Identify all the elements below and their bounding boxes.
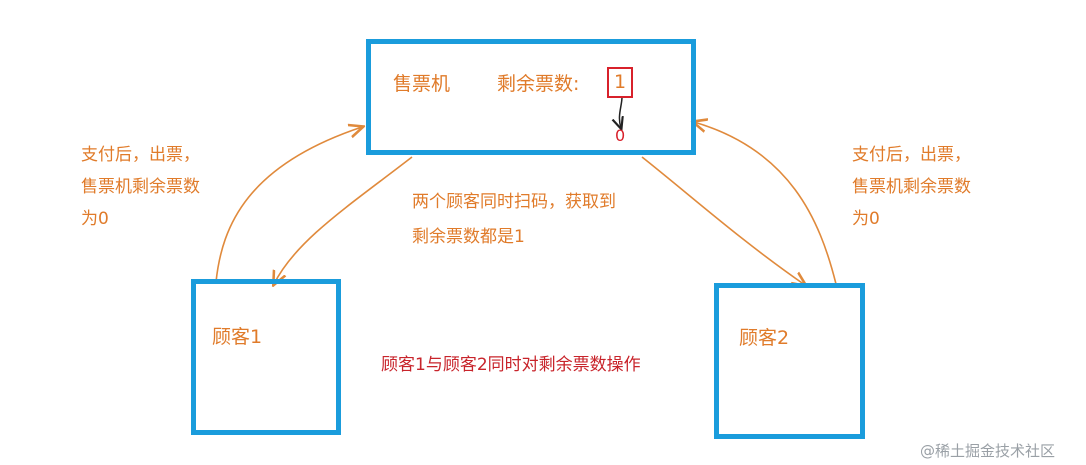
- arrow-machine-to-c1: [274, 156, 413, 284]
- left-note: 支付后，出票， 售票机剩余票数 为0: [81, 139, 200, 235]
- customer-1-label: 顾客1: [212, 326, 263, 348]
- remaining-tickets-value: 1: [607, 67, 633, 98]
- arrow-c2-to-machine: [694, 122, 837, 285]
- remaining-tickets-after: 0: [615, 126, 626, 145]
- ticket-machine-title: 售票机: [393, 73, 451, 95]
- middle-note: 两个顾客同时扫码，获取到 剩余票数都是1: [412, 185, 616, 255]
- middle-note-line: 剩余票数都是1: [412, 227, 525, 247]
- middle-note-line: 两个顾客同时扫码，获取到: [412, 192, 616, 212]
- ticket-machine-box: [366, 39, 696, 155]
- watermark: @稀土掘金技术社区: [920, 442, 1056, 460]
- right-note: 支付后，出票， 售票机剩余票数 为0: [852, 139, 971, 235]
- customer-2-label: 顾客2: [739, 327, 790, 349]
- right-note-line: 售票机剩余票数: [852, 177, 971, 197]
- customer-1-box: [191, 279, 341, 435]
- left-note-line: 为0: [81, 209, 109, 229]
- left-note-line: 支付后，出票，: [81, 145, 200, 165]
- center-note: 顾客1与顾客2同时对剩余票数操作: [381, 355, 641, 375]
- arrow-value-change: [619, 96, 622, 128]
- right-note-line: 支付后，出票，: [852, 145, 971, 165]
- arrow-c1-to-machine: [215, 127, 362, 283]
- right-note-line: 为0: [852, 209, 880, 229]
- left-note-line: 售票机剩余票数: [81, 177, 200, 197]
- arrow-machine-to-c2: [641, 156, 805, 285]
- customer-2-box: [714, 283, 865, 439]
- remaining-tickets-label: 剩余票数:: [497, 73, 580, 95]
